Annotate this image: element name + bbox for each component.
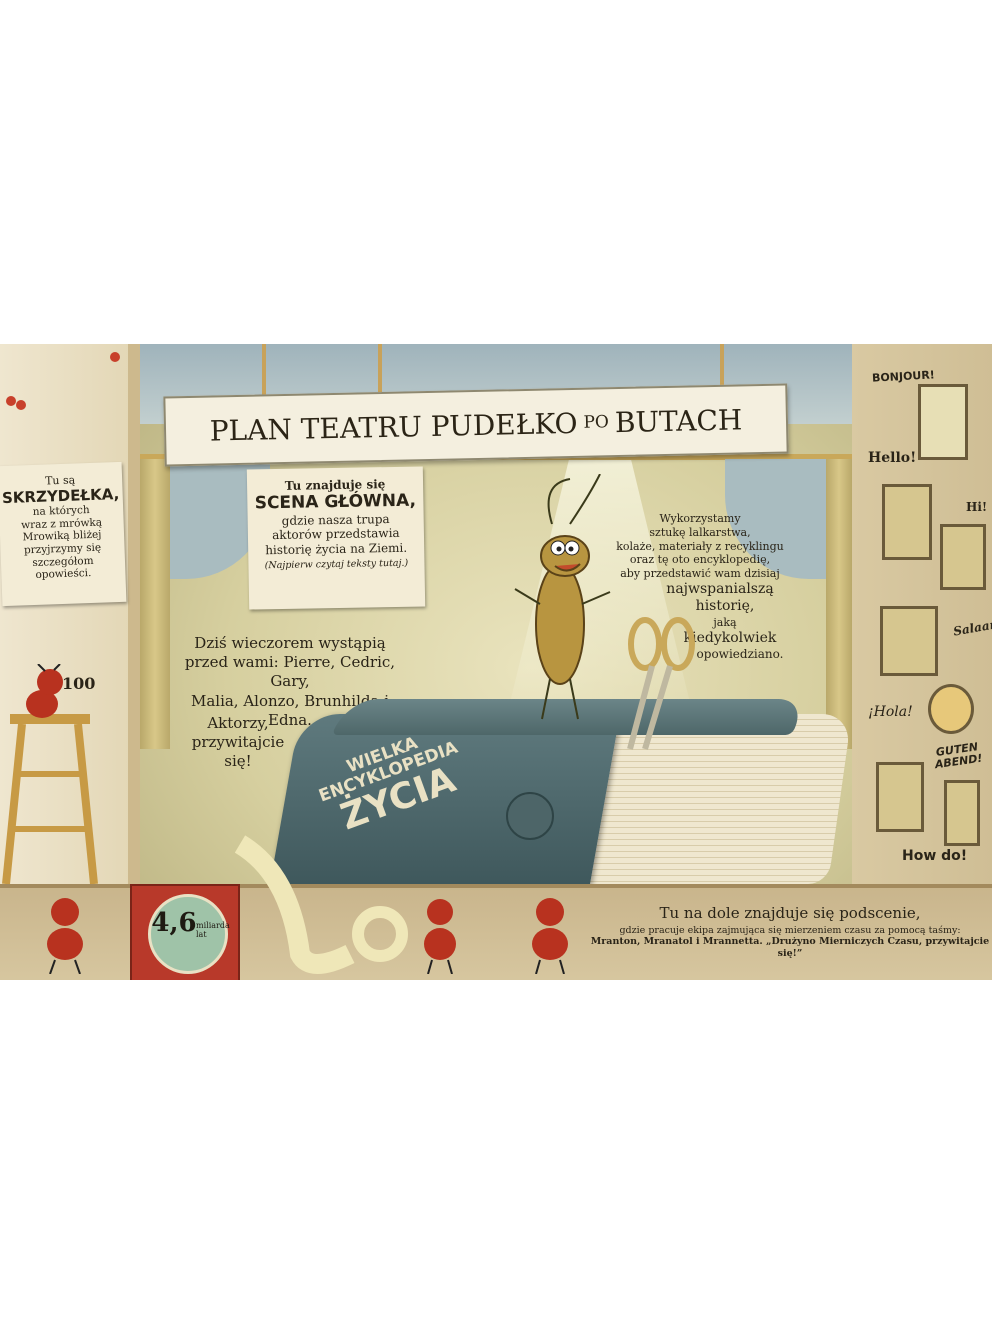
measuring-tape xyxy=(234,835,408,974)
time-counter-unit: miliarda lat xyxy=(196,921,230,940)
craft-line: aby przedstawić wam dzisiaj xyxy=(620,567,780,580)
rope xyxy=(378,344,382,404)
scissors-icon xyxy=(627,617,695,750)
greeting-hello: Hello! xyxy=(868,450,917,466)
understage-title: Tu na dole znajduje się podscenie, xyxy=(659,904,921,922)
ant-binoculars xyxy=(26,664,63,718)
craft-line: kolaże, materiały z recyklingu xyxy=(616,539,784,553)
character-window xyxy=(918,384,968,460)
understage-line: gdzie pracuje ekipa zajmująca się mierze… xyxy=(619,925,961,936)
time-counter-unit-line: lat xyxy=(196,929,207,939)
understage-line: Mranton, Mranatol i Mrannetta. „Drużyno … xyxy=(590,936,990,959)
title-banner: PLAN TEATRU PUDEŁKO PO BUTACH xyxy=(163,383,789,467)
character-window xyxy=(882,484,932,560)
tonight-line: przed wami: Pierre, Cedric, Gary, xyxy=(184,653,396,691)
pushpin-icon xyxy=(110,352,120,362)
ladder xyxy=(2,714,98,884)
binoculars-label: 100 xyxy=(62,674,96,693)
craft-line: historię, xyxy=(695,598,755,615)
craft-line: oraz tę oto encyklopedię, xyxy=(629,553,771,567)
actors-line: Aktorzy, xyxy=(207,714,269,732)
ant-left xyxy=(47,898,83,974)
left-wall xyxy=(0,344,130,884)
character-window xyxy=(876,762,924,832)
stage-note-heading: SCENA GŁÓWNA, xyxy=(254,490,417,514)
pushpin-icon xyxy=(6,396,16,406)
left-pillar xyxy=(128,344,140,884)
stage-note: Tu znajduje się SCENA GŁÓWNA, gdzie nasz… xyxy=(246,466,426,610)
greeting-hi: Hi! xyxy=(966,500,988,514)
right-column xyxy=(826,459,852,749)
banner-title-1: PLAN TEATRU PUDEŁKO xyxy=(209,406,578,448)
actors-line: się! xyxy=(224,752,252,771)
tonight-text: Dziś wieczorem wystąpią przed wami: Pier… xyxy=(170,634,410,730)
craft-line: Wykorzystamy xyxy=(659,512,741,525)
time-counter-dial xyxy=(148,894,228,974)
time-counter-number: 4,6 xyxy=(151,908,197,938)
left-column xyxy=(140,459,170,749)
craft-line: sztukę lalkarstwa, xyxy=(649,525,751,539)
understage-text: Tu na dole znajduje się podscenie, gdzie… xyxy=(590,904,990,959)
ant-right xyxy=(532,898,568,974)
greeting-howdo: How do! xyxy=(902,848,968,864)
pushpin-icon xyxy=(16,400,26,410)
tonight-line: Dziś wieczorem wystąpią xyxy=(194,634,386,652)
rope xyxy=(262,344,266,404)
actors-text: Aktorzy, przywitajcie się! xyxy=(178,714,298,772)
banner-title-po: PO xyxy=(583,412,610,433)
craft-line: jaką xyxy=(713,615,737,629)
craft-line: najwspanialszą xyxy=(666,580,774,597)
stage-note-line: historię życia na Ziemi. xyxy=(265,540,408,557)
character-window xyxy=(940,524,986,590)
book-emblem-icon xyxy=(506,792,554,840)
stage-note-line: (Najpierw czytaj teksty tutaj.) xyxy=(264,557,409,572)
tonight-line: Malia, Alonzo, Brunhilda i Edna. xyxy=(190,691,390,729)
rope xyxy=(720,344,724,404)
illustration-spread: PLAN TEATRU PUDEŁKO PO BUTACH Tu są SKRZ… xyxy=(0,344,992,980)
banner-title-2: BUTACH xyxy=(614,402,743,439)
time-counter-box: 4,6 miliarda lat xyxy=(130,884,240,980)
ant-middle xyxy=(424,899,456,974)
craft-line: kiedykolwiek xyxy=(683,629,777,646)
time-counter-unit-line: miliarda xyxy=(196,921,230,930)
wings-note: Tu są SKRZYDEŁKA, na których wraz z mrów… xyxy=(0,461,127,607)
actors-line: przywitajcie xyxy=(191,733,285,752)
character-window xyxy=(928,684,974,734)
craft-text: Wykorzystamy sztukę lalkarstwa, kolaże, … xyxy=(600,512,800,662)
craft-line: opowiedziano. xyxy=(696,647,784,661)
character-window xyxy=(944,780,980,846)
cockroach-actor xyxy=(514,474,611,720)
character-window xyxy=(880,606,938,676)
greeting-hola: ¡Hola! xyxy=(868,704,913,720)
